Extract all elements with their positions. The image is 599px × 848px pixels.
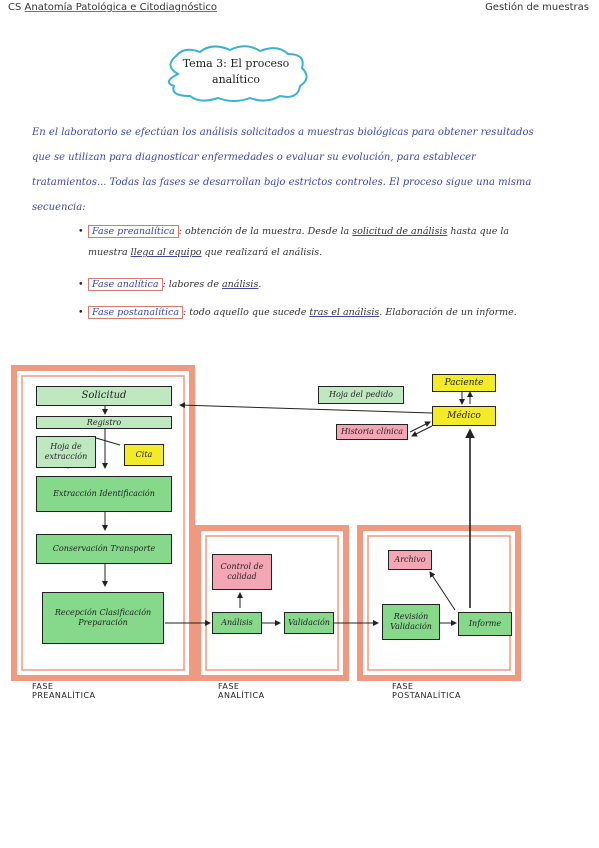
bullet-analitica: • Fase analítica: labores de análisis. — [78, 274, 548, 295]
box-registro: Registro — [36, 416, 172, 429]
header-course-name: Anatomía Patológica e Citodiagnóstico — [24, 2, 217, 13]
bullet-preanalitica: • Fase preanalítica: obtención de la mue… — [78, 221, 548, 263]
title-line-2: analítico — [212, 73, 260, 86]
box-control-calidad: Control de calidad — [212, 554, 272, 590]
box-archivo: Archivo — [388, 550, 432, 570]
box-hoja-pedido: Hoja del pedido — [318, 386, 404, 404]
box-revision: Revisión Validación — [382, 604, 440, 640]
bullet-text: : labores de — [162, 279, 223, 290]
box-analisis: Análisis — [212, 612, 262, 634]
title-cloud-shape — [167, 45, 308, 102]
box-validacion: Validación — [284, 612, 334, 634]
header-topic: Gestión de muestras — [485, 2, 589, 13]
box-paciente: Paciente — [432, 374, 496, 392]
bullet-dot: • — [78, 279, 84, 290]
bullet-postanalitica: • Fase postanalítica: todo aquello que s… — [78, 302, 548, 323]
box-recepcion: Recepción Clasificación Preparación — [42, 592, 164, 644]
box-cita: Cita — [124, 444, 164, 466]
box-solicitud: Solicitud — [36, 386, 172, 406]
bullet-underline: análisis — [222, 279, 259, 290]
bullet-underline: tras el análisis — [309, 307, 380, 318]
title-line-1: Tema 3: El proceso — [182, 57, 290, 70]
bullet-term: Fase postanalítica — [88, 306, 183, 319]
bullet-text: : obtención de la muestra. Desde la — [178, 226, 353, 237]
box-conservacion: Conservación Transporte — [36, 534, 172, 564]
header-prefix: CS — [8, 2, 22, 13]
bullet-term: Fase preanalítica — [88, 225, 179, 238]
frame-analitica — [195, 525, 349, 681]
page-title: Tema 3: El proceso analítico — [160, 44, 312, 102]
intro-paragraph: En el laboratorio se efectúan los anális… — [32, 127, 534, 213]
bullet-text-2: hasta que la muestra — [88, 226, 510, 258]
bullet-text: : todo aquello que sucede — [182, 307, 310, 318]
box-extraccion: Extracción Identificación — [36, 476, 172, 512]
header-course: CS Anatomía Patológica e Citodiagnóstico — [8, 2, 217, 13]
label-fase-postanalitica: FASE POSTANALÍTICA — [392, 682, 462, 700]
bullet-text-2: . — [258, 279, 262, 290]
frame-preanalitica — [11, 365, 195, 681]
box-medico: Médico — [432, 406, 496, 426]
box-informe: Informe — [458, 612, 512, 636]
bullet-term: Fase analítica — [88, 278, 163, 291]
bullet-dot: • — [78, 307, 84, 318]
bullet-underline: solicitud de análisis — [352, 226, 448, 237]
bullet-text-3: que realizará el análisis. — [201, 247, 323, 258]
bullet-text-2: . Elaboración de un informe. — [379, 307, 517, 318]
diagram-lines — [11, 365, 521, 681]
box-historia-clinica: Historia clínica — [336, 424, 408, 440]
bullet-dot: • — [78, 226, 84, 237]
bullet-underline-2: llega al equipo — [130, 247, 202, 258]
frame-postanalitica — [357, 525, 521, 681]
box-hoja-extraccion: Hoja de extracción — [36, 436, 96, 468]
label-fase-preanalitica: FASE PREANALÍTICA — [32, 682, 96, 700]
label-fase-analitica: FASE ANALÍTICA — [218, 682, 265, 700]
